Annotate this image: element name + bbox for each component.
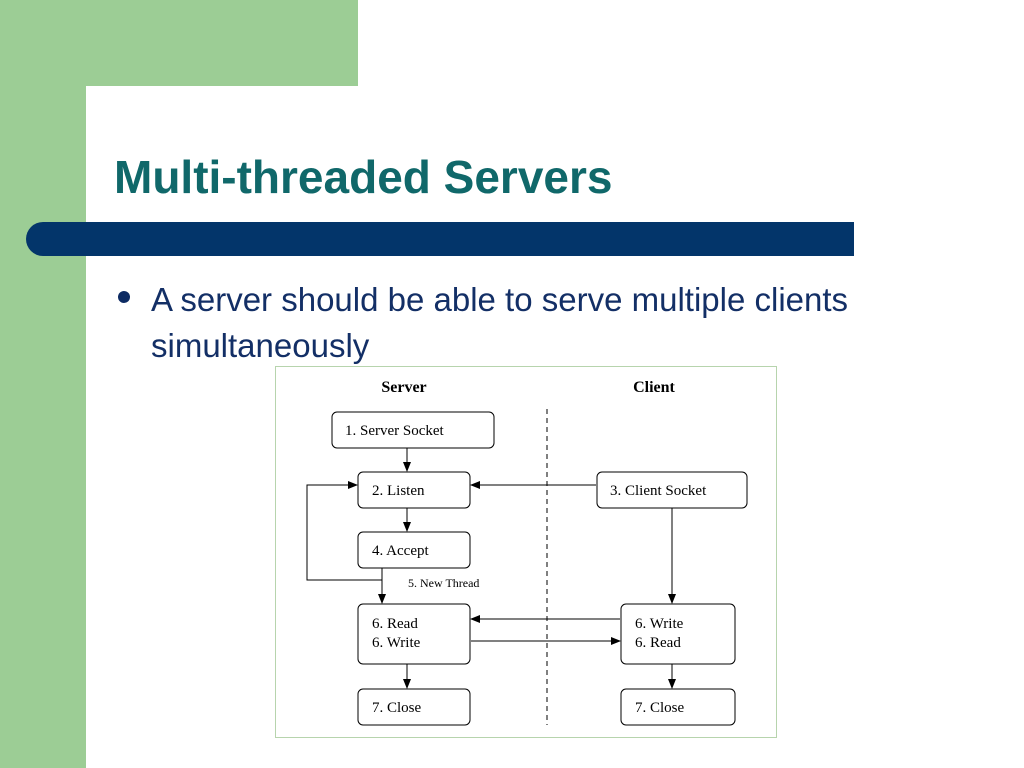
server-read-write-box bbox=[357, 603, 471, 665]
client-write-label: 6. Write bbox=[635, 616, 684, 632]
client-socket-label: 3. Client Socket bbox=[610, 483, 707, 499]
server-client-diagram: Server Client 1. Server Socket 2. Listen… bbox=[275, 366, 777, 738]
listen-label: 2. Listen bbox=[372, 483, 425, 499]
client-close-box bbox=[620, 688, 736, 726]
title-underline-bar bbox=[26, 222, 854, 256]
client-read-label: 6. Read bbox=[635, 635, 681, 651]
bullet-text: A server should be able to serve multipl… bbox=[151, 281, 849, 364]
slide-title: Multi-threaded Servers bbox=[114, 151, 613, 203]
client-write-read-box bbox=[620, 603, 736, 665]
listen-box bbox=[357, 471, 471, 509]
accept-box bbox=[357, 531, 471, 569]
server-socket-label: 1. Server Socket bbox=[345, 423, 445, 439]
accept-label: 4. Accept bbox=[372, 543, 429, 559]
server-close-box bbox=[357, 688, 471, 726]
server-close-label: 7. Close bbox=[372, 700, 422, 716]
client-close-label: 7. Close bbox=[635, 700, 685, 716]
server-socket-box bbox=[331, 411, 495, 449]
arrow-loop-back-to-listen bbox=[306, 481, 382, 581]
new-thread-label: 5. New Thread bbox=[408, 576, 479, 590]
green-panel-left bbox=[0, 0, 86, 768]
bullet-dot-icon bbox=[118, 291, 130, 303]
server-read-label: 6. Read bbox=[372, 616, 418, 632]
server-write-label: 6. Write bbox=[372, 635, 421, 651]
server-header: Server bbox=[381, 379, 426, 396]
client-header: Client bbox=[633, 379, 675, 396]
diagram-canvas: Server Client 1. Server Socket 2. Listen… bbox=[306, 379, 748, 726]
